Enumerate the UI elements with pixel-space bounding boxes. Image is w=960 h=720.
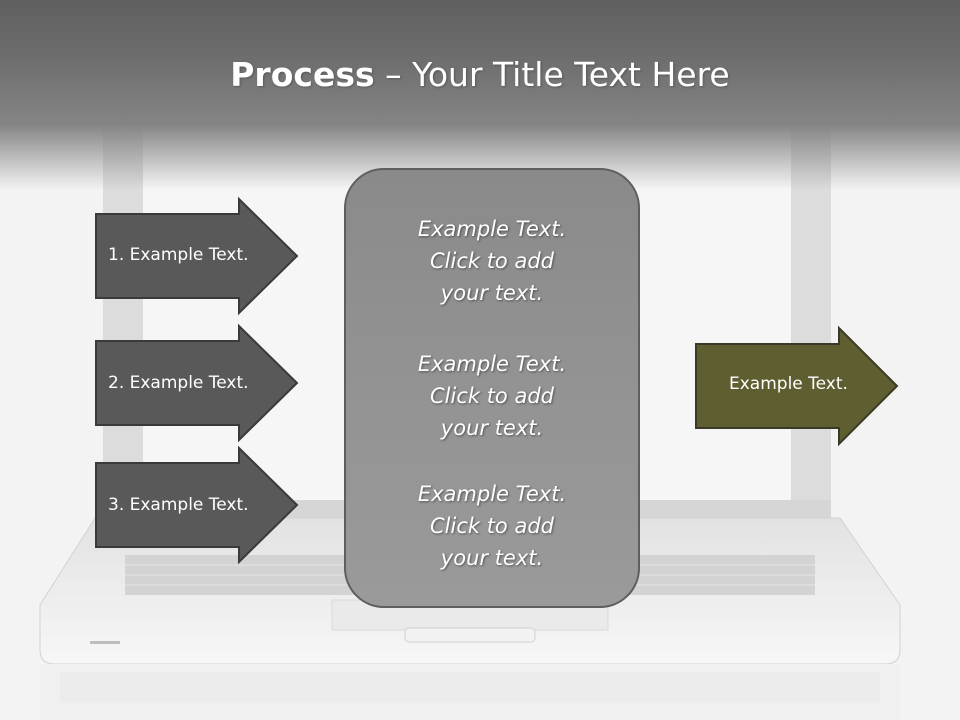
right-arrow-shape-icon [95, 196, 299, 316]
right-arrow-shape-icon [695, 325, 899, 447]
center-text-line: Example Text. [417, 482, 567, 506]
step-arrow-label: 2. Example Text. [108, 373, 249, 393]
center-text-line: your text. [440, 546, 544, 570]
center-text-line: Example Text. [417, 217, 567, 241]
center-text-line: your text. [440, 416, 544, 440]
center-text-block-2[interactable]: Example Text. Click to add your text. [344, 348, 640, 444]
step-arrow-label: 1. Example Text. [108, 245, 249, 265]
center-text-line: Example Text. [417, 352, 567, 376]
step-arrow-label: 3. Example Text. [108, 495, 249, 515]
result-arrow-label: Example Text. [729, 374, 848, 394]
right-arrow-shape-icon [95, 445, 299, 565]
right-arrow-shape-icon [95, 323, 299, 443]
result-arrow[interactable]: Example Text. [695, 325, 900, 447]
center-text-block-1[interactable]: Example Text. Click to add your text. [344, 213, 640, 309]
center-text-line: Click to add [429, 384, 554, 408]
center-text-line: your text. [440, 281, 544, 305]
step-arrow-1[interactable]: 1. Example Text. [95, 196, 300, 316]
title-bold-part: Process [230, 55, 375, 94]
title-rest-part: – Your Title Text Here [374, 55, 730, 94]
center-text-block-3[interactable]: Example Text. Click to add your text. [344, 478, 640, 574]
step-arrow-2[interactable]: 2. Example Text. [95, 323, 300, 443]
center-text-line: Click to add [429, 514, 554, 538]
center-text-line: Click to add [429, 249, 554, 273]
center-content-box[interactable] [344, 168, 640, 608]
step-arrow-3[interactable]: 3. Example Text. [95, 445, 300, 565]
title-band [0, 0, 960, 190]
slide-title[interactable]: Process – Your Title Text Here [0, 52, 960, 98]
